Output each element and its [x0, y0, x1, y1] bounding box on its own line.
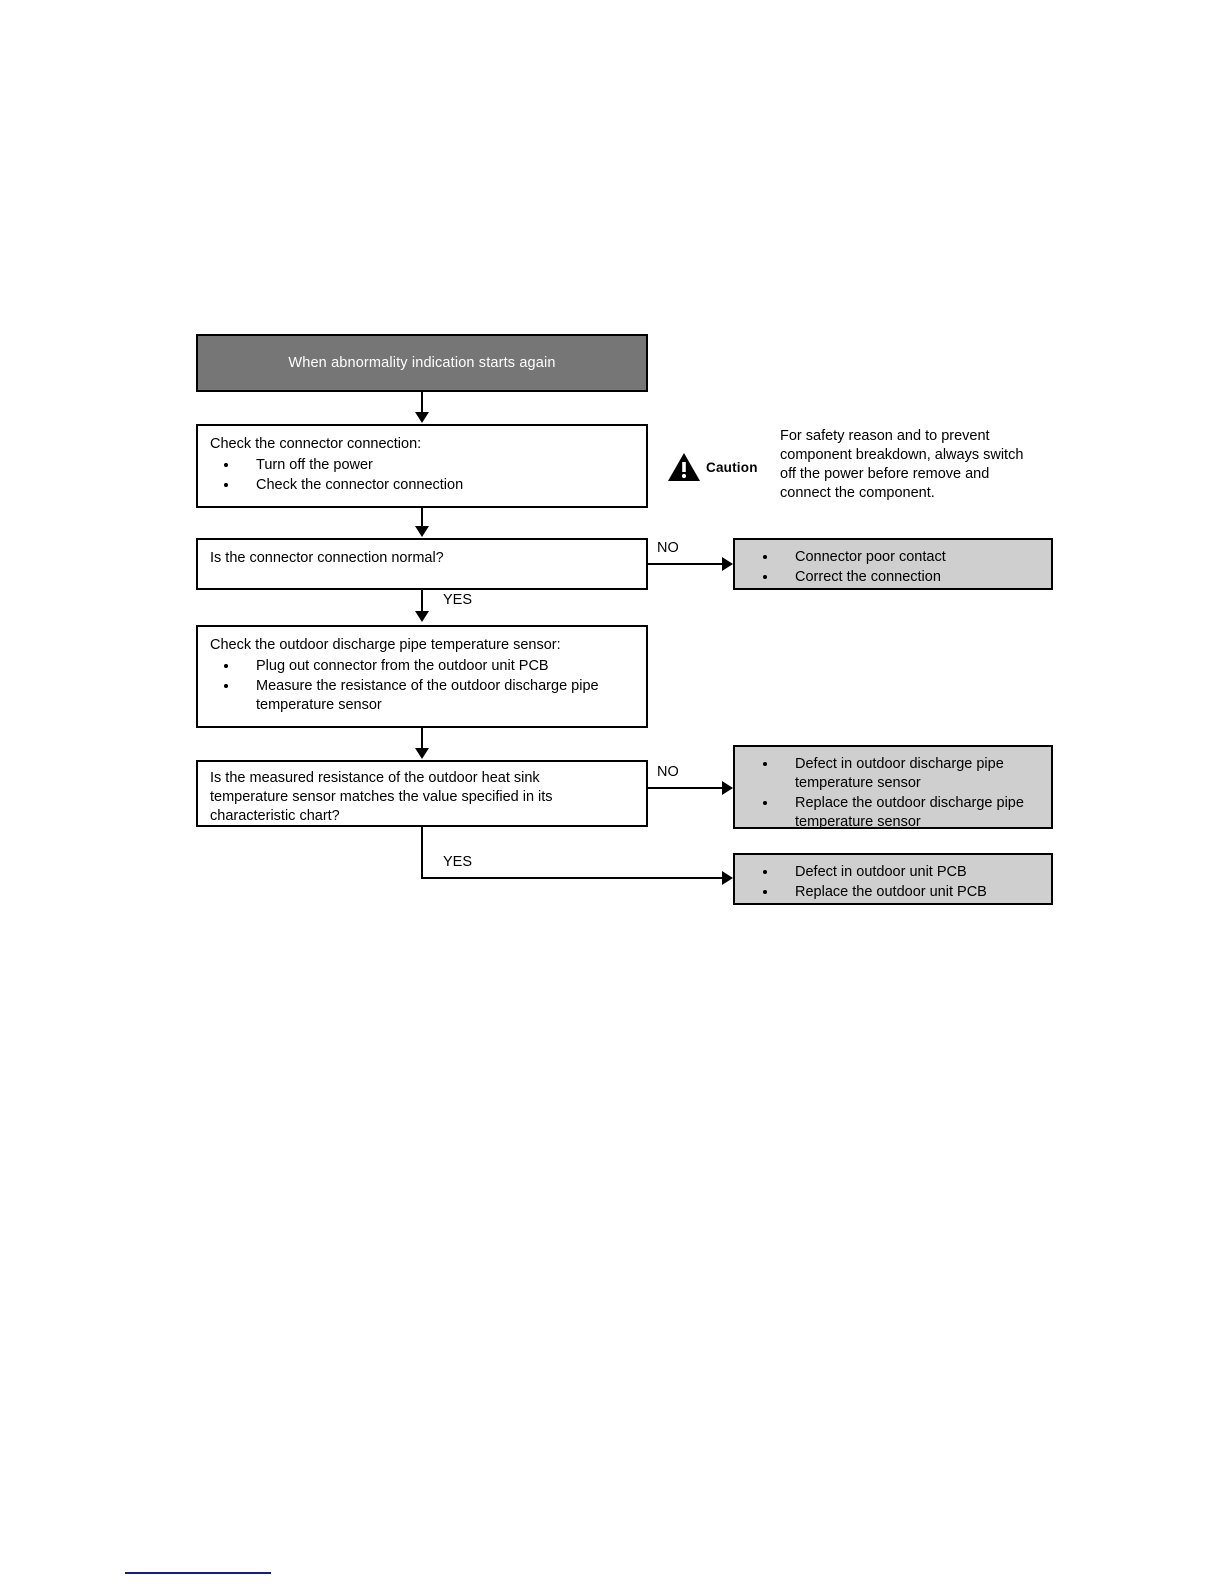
node-header-abnormality: When abnormality indication starts again — [196, 334, 648, 392]
warning-triangle-icon — [667, 452, 701, 482]
caution-line-4: connect the component. — [780, 484, 935, 501]
node-decision-connector-normal: Is the connector connection normal? — [196, 538, 648, 590]
caution-line-2: component breakdown, always switch — [780, 446, 1024, 463]
arrowhead-right-3 — [722, 871, 733, 885]
list-item: Replace the outdoor discharge pipe tempe… — [743, 794, 1041, 832]
node-result-defect-discharge-pipe-sensor: Defect in outdoor discharge pipe tempera… — [733, 745, 1053, 831]
arrowhead-down-4 — [415, 748, 429, 759]
node-decision-connector-question: Is the connector connection normal? — [210, 550, 444, 566]
connector-decision1-no — [648, 563, 726, 565]
list-item: Replace the outdoor unit PCB — [743, 883, 1041, 902]
connector-decision1-yes — [421, 590, 423, 614]
list-item: Defect in outdoor discharge pipe tempera… — [743, 755, 1041, 793]
list-item: Connector poor contact — [743, 548, 1041, 567]
connector-check-to-decision1 — [421, 508, 423, 530]
footer-divider — [125, 1572, 271, 1574]
node-result-defect-outdoor-unit-pcb: Defect in outdoor unit PCB Replace the o… — [733, 853, 1053, 905]
node-decision-resistance-match: Is the measured resistance of the outdoo… — [196, 760, 648, 827]
caution-line-1: For safety reason and to prevent — [780, 428, 990, 444]
node-decision-resistance-line-3: characteristic chart? — [210, 807, 340, 824]
edge-label-yes-2: YES — [443, 854, 473, 870]
node-header-label: When abnormality indication starts again — [288, 355, 556, 371]
list-item: Check the connector connection — [210, 476, 634, 495]
caution-text-block: For safety reason and to prevent compone… — [780, 427, 1060, 502]
arrowhead-down-3 — [415, 611, 429, 622]
node-check-discharge-pipe-sensor: Check the outdoor discharge pipe tempera… — [196, 625, 648, 728]
caution-line-3: off the power before remove and — [780, 465, 990, 482]
list-item: Measure the resistance of the outdoor di… — [210, 677, 634, 715]
node-check-sensor-bullets: Plug out connector from the outdoor unit… — [210, 657, 634, 715]
arrowhead-right-1 — [722, 557, 733, 571]
connector-header-to-check — [421, 392, 423, 416]
edge-label-no-2: NO — [657, 764, 679, 780]
node-check-connector-bullets: Turn off the power Check the connector c… — [210, 456, 634, 495]
edge-label-yes-1: YES — [443, 592, 473, 608]
node-check-connector-lead: Check the connector connection: — [210, 436, 422, 452]
list-item: Plug out connector from the outdoor unit… — [210, 657, 634, 676]
list-item: Turn off the power — [210, 456, 634, 475]
node-check-sensor-lead: Check the outdoor discharge pipe tempera… — [210, 637, 561, 653]
node-decision-resistance-line-1: Is the measured resistance of the outdoo… — [210, 770, 540, 786]
list-item: Defect in outdoor unit PCB — [743, 863, 1041, 882]
edge-label-no-1: NO — [657, 540, 679, 556]
node-result-connector-poor-contact: Connector poor contact Correct the conne… — [733, 538, 1053, 590]
arrowhead-down-1 — [415, 412, 429, 423]
node-result-connector-bullets: Connector poor contact Correct the conne… — [743, 548, 1041, 587]
connector-decision2-no — [648, 787, 726, 789]
caution-label: Caution — [706, 459, 758, 475]
node-decision-resistance-line-2: temperature sensor matches the value spe… — [210, 788, 553, 805]
arrowhead-down-2 — [415, 526, 429, 537]
arrowhead-right-2 — [722, 781, 733, 795]
connector-check-to-decision2 — [421, 728, 423, 752]
caution-note: Caution — [667, 452, 758, 482]
node-result-sensor-bullets: Defect in outdoor discharge pipe tempera… — [743, 755, 1041, 831]
list-item: Correct the connection — [743, 568, 1041, 587]
node-check-connector-connection: Check the connector connection: Turn off… — [196, 424, 648, 508]
connector-decision2-yes-horizontal — [421, 877, 726, 879]
node-result-pcb-bullets: Defect in outdoor unit PCB Replace the o… — [743, 863, 1041, 902]
connector-decision2-yes-vertical — [421, 827, 423, 879]
